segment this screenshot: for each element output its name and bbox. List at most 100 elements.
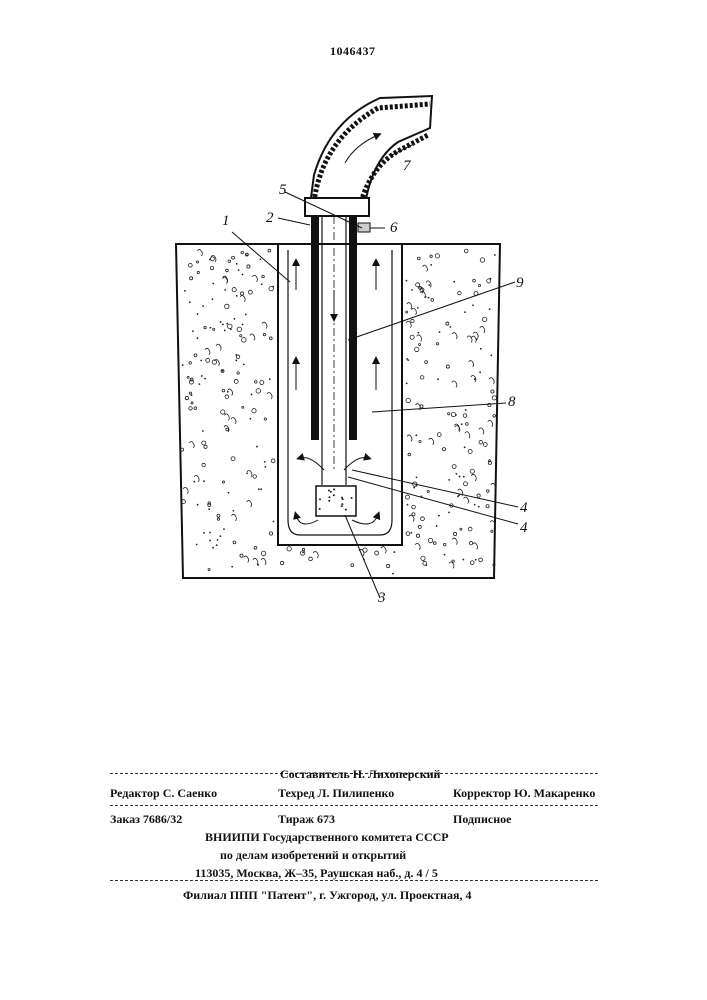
org-line-1: ВНИИПИ Государственного комитета СССР [205, 830, 449, 845]
soil-speck [406, 358, 408, 360]
soil-speck [269, 378, 271, 380]
soil-speck [257, 564, 259, 566]
soil-speck [448, 479, 450, 481]
soil-speck [201, 375, 203, 377]
soil-speck [448, 511, 450, 513]
soil-speck [236, 295, 238, 297]
soil-speck [444, 554, 446, 556]
soil-speck [264, 461, 266, 463]
soil-speck [202, 305, 204, 307]
soil-speck [200, 360, 202, 362]
bottom-rule [110, 880, 598, 881]
label-1: 1 [222, 213, 230, 229]
soil-speck [438, 515, 440, 517]
soil-speck [406, 280, 408, 282]
corrector: Корректор Ю. Макаренко [453, 786, 595, 801]
soil-speck [472, 304, 474, 306]
soil-speck [490, 278, 492, 280]
soil-speck [413, 487, 415, 489]
soil-speck [273, 521, 275, 523]
soil-speck [226, 323, 228, 325]
element-3-speck [341, 505, 343, 507]
soil-speck [411, 289, 413, 291]
label-4b: 4 [520, 520, 528, 536]
editor: Редактор С. Саенко [110, 786, 217, 801]
element-3-speck [328, 490, 330, 492]
soil-speck [417, 307, 419, 309]
soil-speck [425, 296, 427, 298]
soil-speck [228, 492, 230, 494]
soil-speck [415, 434, 417, 436]
techred: Техред Л. Пилипенко [278, 786, 394, 801]
soil-speck [490, 355, 492, 357]
element-3-speck [319, 508, 321, 510]
element-3-speck [345, 509, 347, 511]
soil-speck [251, 394, 253, 396]
soil-speck [204, 378, 206, 380]
label-6: 6 [390, 220, 398, 236]
soil-speck [184, 290, 186, 292]
soil-speck [459, 476, 461, 478]
org-address: 113035, Москва, Ж–35, Раушская наб., д. … [195, 866, 438, 881]
soil-speck [203, 480, 205, 482]
soil-speck [235, 360, 237, 362]
soil-speck [256, 446, 258, 448]
soil-speck [474, 378, 476, 380]
soil-speck [453, 281, 455, 283]
soil-speck [478, 506, 480, 508]
soil-speck [230, 328, 232, 330]
patent-drawing: 1 2 3 4 4 5 6 7 8 9 [0, 0, 707, 720]
soil-speck [202, 430, 204, 432]
label-7: 7 [403, 158, 412, 174]
soil-speck [210, 327, 212, 329]
soil-speck [392, 573, 394, 575]
soil-speck [406, 382, 408, 384]
soil-speck [416, 476, 418, 478]
soil-speck [209, 540, 211, 542]
soil-speck [197, 504, 199, 506]
soil-speck [475, 559, 477, 561]
label-5: 5 [279, 182, 287, 198]
soil-speck [417, 332, 419, 334]
soil-speck [430, 264, 432, 266]
soil-speck [223, 528, 225, 530]
soil-speck [489, 308, 491, 310]
soil-speck [480, 348, 482, 350]
element-3-speck [351, 497, 353, 499]
element-3-speck [330, 491, 332, 493]
soil-speck [437, 378, 439, 380]
label-2: 2 [266, 210, 274, 226]
soil-speck [233, 510, 235, 512]
soil-speck [243, 363, 245, 365]
label-3: 3 [377, 590, 386, 606]
soil-speck [463, 476, 465, 478]
soil-speck [203, 532, 205, 534]
soil-speck [455, 473, 457, 475]
soil-speck [233, 318, 235, 320]
soil-speck [235, 354, 237, 356]
soil-speck [212, 283, 214, 285]
soil-speck [227, 391, 229, 393]
soil-speck [238, 269, 240, 271]
soil-speck [224, 289, 226, 291]
org-line-2: по делам изобретений и открытий [220, 848, 406, 863]
soil-speck [428, 284, 430, 286]
circulation: Тираж 673 [278, 812, 335, 827]
soil-speck [436, 525, 438, 527]
soil-speck [242, 274, 244, 276]
order: Заказ 7686/32 [110, 812, 182, 827]
soil-speck [189, 301, 191, 303]
soil-speck [479, 371, 481, 373]
soil-speck [465, 409, 467, 411]
soil-speck [208, 508, 210, 510]
branch: Филиал ППП "Патент", г. Ужгород, ул. Про… [183, 888, 471, 903]
soil-speck [231, 566, 233, 568]
element-3-speck [319, 498, 321, 500]
element-3-speck [328, 500, 330, 502]
soil-speck [246, 472, 248, 474]
soil-speck [193, 481, 195, 483]
soil-speck [261, 283, 263, 285]
element-3-speck [333, 494, 335, 496]
soil-speck [197, 313, 199, 315]
soil-speck [494, 254, 496, 256]
